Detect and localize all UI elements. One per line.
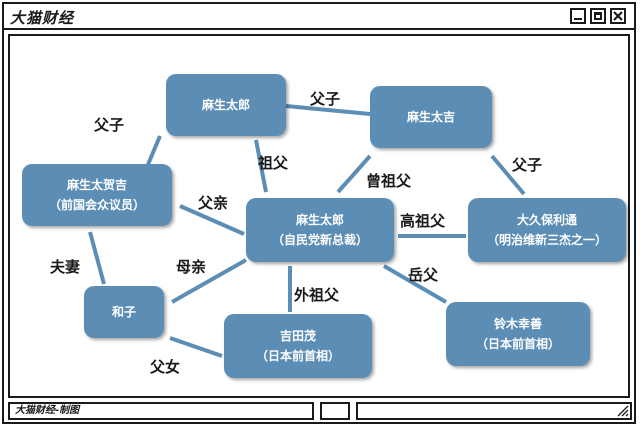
edge-label: 岳父	[408, 266, 439, 284]
window-title: 大猫财经	[10, 9, 75, 27]
node-suzuki_zenko[interactable]: 铃木幸善 （日本前首相）	[446, 302, 590, 366]
edge-aso_takichi-okubo_toshimichi	[490, 154, 526, 196]
status-panel-right	[356, 402, 632, 420]
edge-label: 夫妻	[50, 258, 81, 276]
node-name: 吉田茂	[279, 329, 316, 343]
maximize-icon[interactable]	[590, 8, 606, 24]
minimize-icon[interactable]	[570, 8, 586, 24]
node-okubo_toshimichi[interactable]: 大久保利通 （明治维新三杰之一）	[468, 198, 626, 262]
edge-aso_takakichi-aso_taro	[179, 204, 245, 236]
edge-label: 父女	[150, 358, 181, 376]
edge-label: 母亲	[176, 258, 207, 276]
edge-aso_taro-kazuko	[171, 258, 247, 304]
node-aso_taro_grandfather[interactable]: 麻生太郎	[166, 74, 286, 136]
close-icon[interactable]	[610, 8, 626, 24]
node-kazuko[interactable]: 和子	[84, 286, 164, 338]
node-title: （日本前首相）	[475, 337, 560, 351]
edge-label: 祖父	[258, 154, 289, 172]
status-bar: 大猫财经-制图	[4, 400, 634, 422]
node-yoshida_shigeru[interactable]: 吉田茂 （日本前首相）	[224, 314, 372, 378]
edge-aso_takichi-aso_taro	[336, 154, 372, 194]
node-name: 麻生太吉	[406, 110, 455, 124]
status-panel-small	[320, 402, 350, 420]
resize-grip-icon[interactable]	[615, 403, 629, 417]
app-window: 大猫财经 麻生太郎麻生太吉麻生太贺吉（前国会众议员）麻生太郎（自民党新总裁）大久…	[2, 2, 636, 424]
title-bar: 大猫财经	[4, 4, 634, 30]
edge-layer	[88, 104, 526, 358]
edge-aso_taro-suzuki_zenko	[382, 264, 448, 304]
edge-label: 父子	[512, 156, 543, 174]
node-title: （明治维新三杰之一）	[486, 233, 607, 247]
status-caption: 大猫财经-制图	[15, 405, 80, 416]
node-title: （自民党新总裁）	[271, 233, 368, 247]
node-name: 麻生太郎	[295, 213, 344, 227]
edge-aso_takakichi-kazuko	[88, 231, 106, 285]
node-name: 麻生太贺吉	[66, 178, 127, 192]
node-title: （前国会众议员）	[48, 198, 145, 212]
edge-aso_taro_grandfather-aso_takichi	[285, 104, 371, 116]
node-aso_takakichi[interactable]: 麻生太贺吉 （前国会众议员）	[22, 164, 172, 226]
status-caption-box: 大猫财经-制图	[8, 402, 314, 420]
edge-aso_taro_grandfather-aso_taro	[254, 139, 268, 193]
diagram-canvas: 麻生太郎麻生太吉麻生太贺吉（前国会众议员）麻生太郎（自民党新总裁）大久保利通（明…	[8, 34, 630, 398]
node-name: 麻生太郎	[201, 98, 250, 112]
node-name: 大久保利通	[516, 213, 577, 227]
edge-label: 父亲	[198, 194, 229, 212]
edge-label: 父子	[94, 116, 125, 134]
node-name: 和子	[111, 305, 136, 319]
edge-kazuko-yoshida_shigeru	[169, 336, 223, 358]
edge-label: 外祖父	[294, 286, 340, 304]
node-aso_taro[interactable]: 麻生太郎 （自民党新总裁）	[246, 198, 394, 262]
node-name: 铃木幸善	[493, 317, 542, 331]
edge-label: 高祖父	[400, 212, 446, 230]
edge-label: 父子	[310, 90, 341, 108]
node-title: （日本前首相）	[255, 349, 340, 363]
edge-label: 曾祖父	[366, 172, 412, 190]
node-aso_takichi[interactable]: 麻生太吉	[370, 86, 492, 148]
